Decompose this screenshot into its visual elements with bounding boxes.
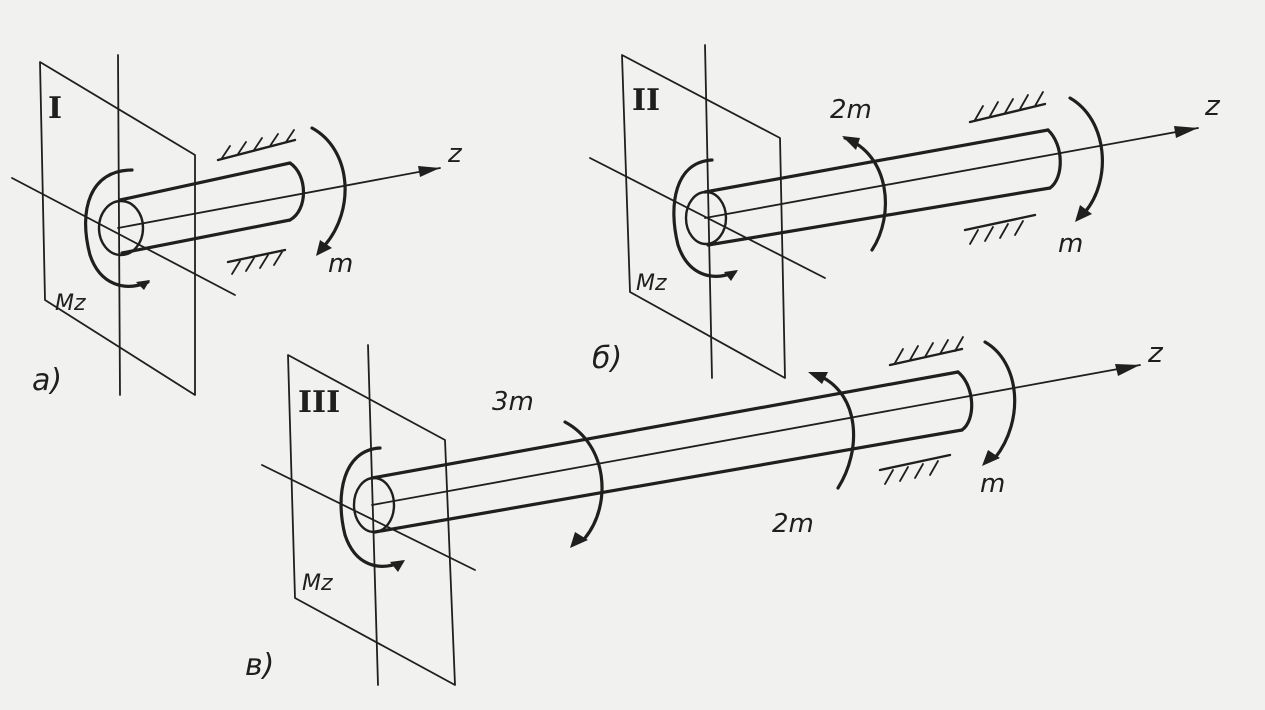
axis-label-z: z — [447, 139, 463, 169]
section-label-II: II — [632, 83, 660, 118]
section-plane-III — [287, 354, 456, 686]
torque-2m-arrow — [843, 136, 888, 252]
shaft-body — [703, 128, 1052, 247]
section-label-III: III — [298, 385, 340, 420]
torque-3m-arrowhead — [570, 532, 588, 548]
torque-m-arrow — [1068, 96, 1104, 214]
section-label-I: I — [48, 91, 62, 126]
moment-label-mz: Mz — [302, 571, 333, 596]
hatch-support-bottom — [963, 213, 1037, 245]
torque-m-arrow — [983, 340, 1017, 460]
plane-horizontal-axis — [261, 464, 476, 571]
shaft-cross-section — [352, 476, 396, 534]
torque-m-arrowhead — [316, 240, 332, 256]
mz-circular-arrow — [83, 168, 150, 288]
torque-label-2m: 2m — [830, 95, 872, 125]
shaft-end — [288, 161, 305, 222]
hatch-support-top — [968, 91, 1047, 124]
hatch-support-bottom — [878, 453, 952, 485]
z-axis-arrowhead — [1115, 364, 1140, 376]
panel-b: II Mz z 2m m б) — [589, 44, 1221, 379]
panel-caption-b: б) — [592, 341, 622, 376]
shaft-cross-section — [97, 199, 145, 257]
shaft-body — [370, 370, 964, 534]
panel-c: III Mz z 3m 2m m в) — [245, 336, 1164, 686]
torque-m-arrowhead — [1075, 205, 1092, 222]
z-axis-arrowhead — [418, 166, 440, 177]
plane-horizontal-axis — [11, 177, 236, 296]
mz-circular-arrow — [339, 446, 404, 568]
shaft-end — [956, 370, 974, 432]
plane-vertical-axis — [367, 344, 379, 686]
torque-3m-arrow — [563, 420, 604, 540]
torque-label-3m: 3m — [492, 387, 534, 417]
panel-a: I Mz z m a) — [11, 54, 463, 398]
hatch-support-top — [888, 336, 964, 367]
shaft-cross-section — [684, 190, 728, 246]
moment-label-mz: Mz — [55, 291, 86, 316]
mz-arrowhead — [136, 280, 150, 290]
torque-m-arrowhead — [982, 450, 1000, 466]
torque-2m-arrow — [818, 374, 856, 490]
z-axis-arrowhead — [1174, 126, 1198, 138]
torque-2m-arrowhead — [842, 136, 860, 150]
shaft-end — [1046, 128, 1062, 190]
mz-arrowhead — [390, 560, 405, 572]
torque-2m-arrowhead — [808, 372, 828, 384]
section-plane-II — [621, 54, 786, 379]
mz-circular-arrow — [672, 158, 737, 278]
axis-label-z: z — [1204, 89, 1221, 122]
shaft-axis-z — [704, 127, 1199, 219]
hatch-support-bottom — [226, 248, 287, 275]
plane-vertical-axis — [117, 54, 121, 396]
torque-m-arrow — [310, 126, 347, 247]
shaft-axis-z — [371, 364, 1141, 506]
moment-label-mz: Mz — [636, 271, 667, 296]
shaft-axis-z — [117, 167, 441, 229]
torque-label-2m: 2m — [772, 509, 814, 539]
axis-label-z: z — [1147, 336, 1164, 369]
section-plane-I — [39, 61, 196, 396]
plane-vertical-axis — [704, 44, 713, 379]
panel-caption-c: в) — [245, 648, 274, 683]
torque-label-m: m — [328, 249, 353, 279]
panel-caption-a: a) — [32, 363, 62, 398]
torque-label-m: m — [1058, 229, 1083, 259]
shaft-body — [118, 161, 292, 255]
torque-label-m: m — [980, 469, 1005, 499]
mz-arrowhead — [724, 270, 738, 281]
hatch-support-top — [216, 129, 297, 162]
